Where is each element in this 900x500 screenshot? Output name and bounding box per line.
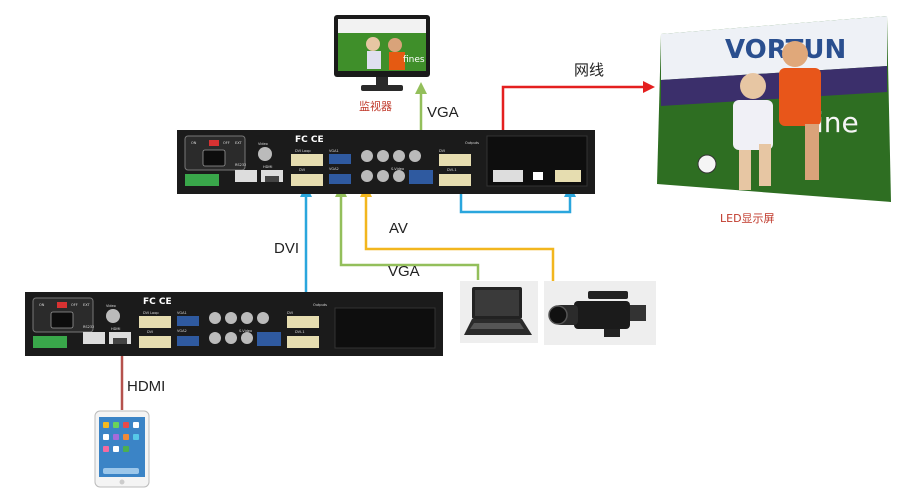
top-on-label: ON: [191, 141, 197, 145]
top-video-label: Video: [258, 142, 268, 146]
bottom-video-label: Video: [106, 304, 116, 308]
av-line: [364, 192, 555, 282]
bottom-on-label: ON: [39, 303, 45, 307]
led-screen-caption: LED显示屏: [720, 212, 775, 225]
top-off-label: OFF: [223, 141, 230, 145]
bottom-vga2-label: VGA2: [177, 329, 187, 333]
monitor-banner-text: fines: [403, 55, 425, 65]
bottom-rs232-label: RS232: [83, 325, 94, 329]
bottom-hdmi-label: HDMI: [111, 327, 120, 331]
top-vga2-label: VGA2: [329, 167, 339, 171]
vga-laptop-line: [339, 192, 480, 280]
led-screen-icon: VORTUN tine: [657, 16, 891, 202]
bottom-processor-device: ON OFF EXT FC CE Video RS232 HDMI DVI Lo…: [25, 292, 443, 356]
top-outputs-label: Outputs: [465, 141, 479, 145]
camera-icon: [544, 281, 656, 345]
dvi-loop-line: [459, 190, 572, 214]
bottom-svideo-label: S-Video: [239, 329, 252, 333]
top-brand-text: FC CE: [295, 135, 324, 145]
bottom-dvi1-label: DVI-1: [295, 330, 305, 334]
bottom-outputs-label: Outputs: [313, 303, 327, 307]
network-arrowhead: [643, 81, 655, 93]
top-hdmi-label: HDMI: [263, 165, 272, 169]
bottom-brand-text: FC CE: [143, 297, 172, 307]
top-ext-label: EXT: [235, 141, 243, 145]
av-label: AV: [389, 220, 408, 237]
top-processor-device: ON OFF EXT FC CE Video RS232 HDMI DVI Lo…: [177, 130, 595, 194]
monitor-icon: fines: [334, 15, 430, 91]
bottom-dvi-out-label: DVI: [287, 311, 293, 315]
network-label: 网线: [574, 62, 605, 79]
bottom-ext-label: EXT: [83, 303, 91, 307]
monitor-caption: 监视器: [359, 100, 392, 113]
bottom-off-label: OFF: [71, 303, 78, 307]
top-rs232-label: RS232: [235, 163, 246, 167]
vga-monitor-label: VGA: [427, 104, 459, 121]
top-svideo-label: S-Video: [391, 167, 404, 171]
top-dvi1-label: DVI-1: [447, 168, 457, 172]
tablet-icon: [94, 410, 150, 488]
vga-laptop-label: VGA: [388, 263, 420, 280]
laptop-icon: [460, 281, 538, 343]
bottom-dvi-label: DVI: [147, 330, 153, 334]
hdmi-label: HDMI: [127, 378, 166, 395]
top-dvi-label: DVI: [299, 168, 305, 172]
dvi-label: DVI: [274, 240, 300, 257]
vga-monitor-arrowhead: [415, 82, 427, 94]
top-dvi-loop-label: DVI Loop: [295, 149, 311, 153]
bottom-vga1-label: VGA1: [177, 311, 187, 315]
top-vga1-label: VGA1: [329, 149, 339, 153]
bottom-dvi-loop-label: DVI Loop: [143, 311, 159, 315]
top-dvi-out-label: DVI: [439, 149, 445, 153]
